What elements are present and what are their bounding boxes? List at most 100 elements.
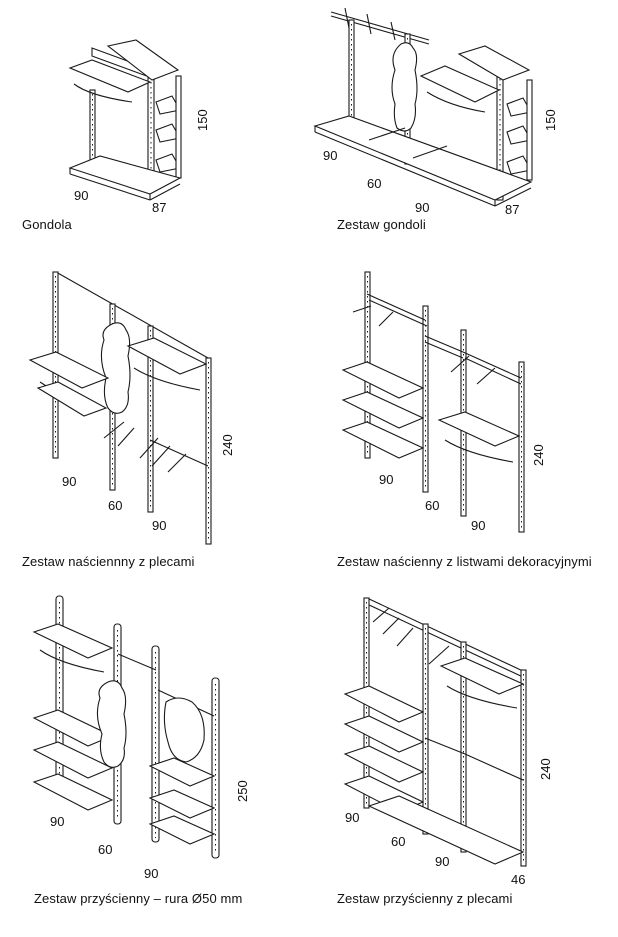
- dimension-height: 240: [538, 758, 553, 780]
- shelf: [68, 59, 152, 93]
- hanger-arm: [372, 607, 450, 665]
- base-edge: [149, 183, 181, 201]
- shelf: [437, 411, 521, 447]
- upright: [147, 325, 154, 513]
- dimension-width: 60: [391, 834, 405, 849]
- dimension-height: 150: [195, 109, 210, 131]
- hanging-rail: [444, 439, 514, 463]
- shelf: [341, 421, 425, 459]
- zestaw-gondoli-drawing: 90 60 90 87 150: [313, 7, 558, 217]
- dimension-width: 90: [323, 148, 337, 163]
- dimension-width: 90: [435, 854, 449, 869]
- dimension-height: 150: [543, 109, 558, 131]
- zestaw-plecy-drawing: 90 60 90 46 240: [343, 597, 553, 887]
- top-rail: [366, 597, 526, 673]
- base-edge: [314, 131, 496, 207]
- upright: [526, 79, 533, 181]
- dimension-height: 250: [235, 780, 250, 802]
- dimension-width: 90: [379, 472, 393, 487]
- panel-zestaw-gondoli: 90 60 90 87 150 Zestaw gondoli: [309, 0, 618, 240]
- gondola-drawing: 90 87 150: [68, 39, 210, 215]
- dimension-width: 60: [367, 176, 381, 191]
- dimension-height: 240: [220, 434, 235, 456]
- shelf: [32, 623, 114, 659]
- tube-upright: [151, 645, 160, 843]
- hanging-rail: [133, 367, 201, 391]
- zestaw-listwy-drawing: 90 60 90 240: [341, 271, 546, 533]
- dimension-width: 90: [74, 188, 88, 203]
- base: [68, 155, 182, 195]
- shelf: [148, 757, 216, 787]
- caption: Zestaw gondoli: [337, 217, 426, 232]
- shelf: [341, 361, 425, 399]
- dimension-width: 90: [50, 814, 64, 829]
- dimension-height: 240: [531, 444, 546, 466]
- dimension-width: 90: [62, 474, 76, 489]
- dimension-width: 60: [425, 498, 439, 513]
- caption: Zestaw przyścienny – rura Ø50 mm: [34, 891, 243, 906]
- base: [313, 115, 533, 201]
- shelf: [419, 65, 501, 103]
- mannequin-torso: [391, 42, 418, 132]
- zestaw-nascienny-drawing: 90 60 90 240: [28, 271, 235, 545]
- dimension-width: 90: [152, 518, 166, 533]
- shelf: [106, 39, 180, 81]
- mannequin-torso: [96, 680, 127, 768]
- panel-zestaw-przyscienny-z-plecami: 90 60 90 46 240 Zestaw przyścienny z ple…: [309, 590, 618, 920]
- decorative-rail: [424, 335, 464, 359]
- shelf: [32, 741, 114, 779]
- hooks: [344, 7, 396, 41]
- top-rail: [330, 11, 430, 41]
- shelf: [148, 815, 216, 845]
- base-edge: [69, 173, 151, 201]
- hanger-arm: [103, 421, 135, 447]
- shelf: [343, 685, 425, 723]
- dimension-width: 60: [108, 498, 122, 513]
- decorative-rail: [462, 351, 522, 385]
- decorative-rail: [366, 293, 428, 327]
- hanger-arm: [139, 437, 187, 473]
- shelf: [126, 337, 208, 375]
- dimension-width: 60: [98, 842, 112, 857]
- upright: [175, 75, 182, 179]
- upright: [205, 357, 212, 545]
- dimension-depth: 87: [152, 200, 166, 215]
- dimension-depth: 87: [505, 202, 519, 217]
- top-rail: [55, 271, 209, 359]
- rail: [117, 653, 157, 671]
- segment-divider: [368, 127, 406, 141]
- dimension-width: 90: [415, 200, 429, 215]
- hanging-rail: [39, 649, 105, 673]
- garment: [163, 697, 205, 763]
- top-rail: [330, 15, 430, 45]
- shelf: [341, 391, 425, 429]
- rail: [464, 753, 524, 781]
- top-rail: [366, 603, 526, 679]
- caption: Gondola: [22, 217, 72, 232]
- zestaw-rura-drawing: 90 60 90 250: [32, 595, 250, 881]
- shelf: [36, 381, 108, 417]
- shelf: [439, 657, 525, 695]
- shelf: [343, 715, 425, 753]
- shelf: [28, 351, 110, 389]
- dimension-depth: 46: [511, 872, 525, 887]
- hanging-rail: [426, 91, 486, 113]
- panel-zestaw-przyscienny-rura: 90 60 90 250 Zestaw przyścienny – rura Ø…: [0, 590, 309, 920]
- segment-divider: [412, 145, 448, 159]
- shelf: [32, 773, 114, 811]
- back-rail: [149, 439, 209, 467]
- panel-gondola: 90 87 150 Gondola: [0, 0, 309, 240]
- panel-zestaw-nascienny-z-listwami: 90 60 90 240 Zestaw naścienny z listwami…: [309, 260, 618, 580]
- base-edge: [494, 187, 532, 207]
- caption: Zestaw naściennny z plecami: [22, 554, 195, 569]
- rail: [424, 737, 466, 755]
- mannequin-torso: [100, 322, 131, 414]
- tube-upright: [211, 677, 220, 859]
- upright: [422, 305, 429, 493]
- shelf: [148, 789, 216, 819]
- panel-zestaw-nascienny-z-plecami: 90 60 90 240 Zestaw naściennny z plecami: [0, 260, 309, 580]
- dimension-width: 90: [471, 518, 485, 533]
- dimension-width: 90: [345, 810, 359, 825]
- hanging-rail: [73, 83, 133, 103]
- caption: Zestaw przyścienny z plecami: [337, 891, 513, 906]
